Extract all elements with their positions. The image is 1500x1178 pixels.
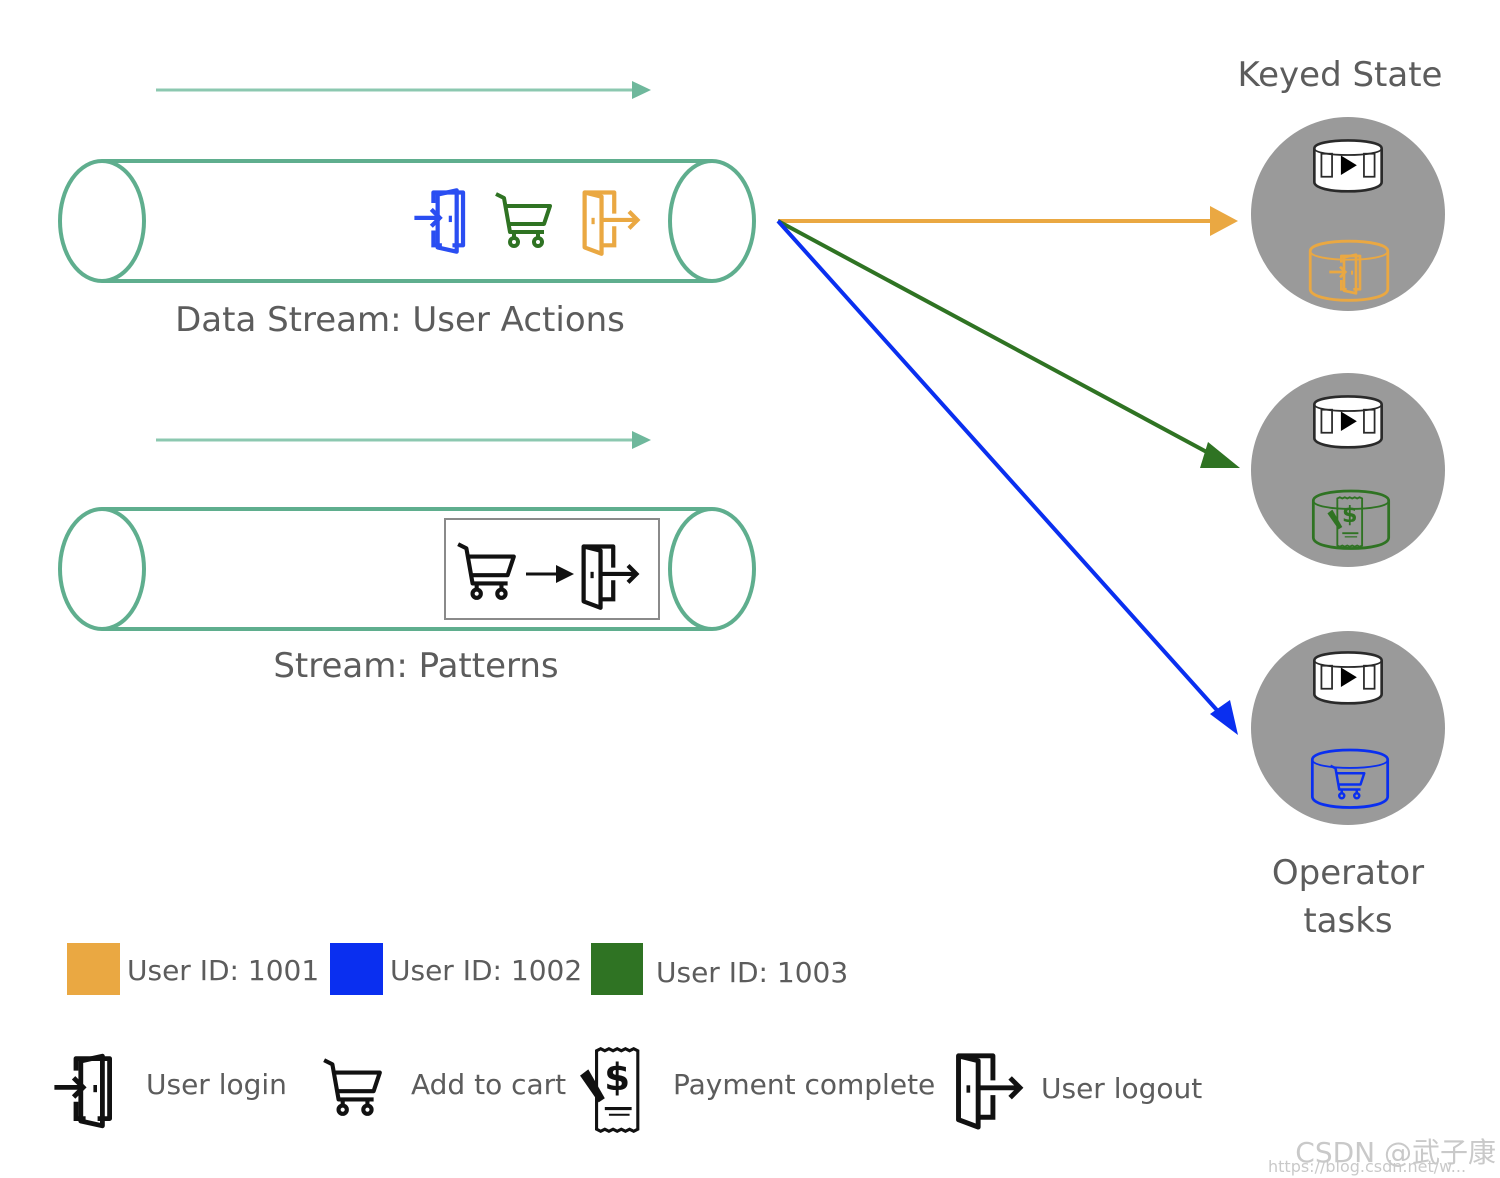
operator-task-1001 xyxy=(1251,117,1445,311)
legend-action-user-login: User login xyxy=(54,1056,287,1126)
keyed-state-title: Keyed State xyxy=(1238,55,1443,95)
add-to-cart-icon xyxy=(324,1060,380,1114)
legend-swatch xyxy=(591,943,643,995)
legend-swatch xyxy=(330,943,383,995)
legend-label: User ID: 1001 xyxy=(127,954,319,987)
legend-swatch xyxy=(67,943,120,995)
pattern-state-icon xyxy=(1312,394,1384,449)
legend-action-user-logout: User logout xyxy=(959,1056,1202,1127)
pattern-box xyxy=(444,518,660,620)
legend-label: Payment complete xyxy=(673,1068,935,1101)
pattern-state-icon xyxy=(1312,138,1384,193)
arrow-right-icon xyxy=(526,565,574,583)
legend-label: Add to cart xyxy=(411,1068,566,1101)
legend-label: User ID: 1002 xyxy=(390,954,582,987)
pattern-state-icon xyxy=(1312,650,1384,705)
user-login-icon xyxy=(54,1056,109,1126)
legend-label: User ID: 1003 xyxy=(656,956,848,989)
user-logout-icon xyxy=(585,192,638,253)
patterns-stream-pipe xyxy=(58,507,756,631)
watermark-url: https://blog.csdn.net/w... xyxy=(1268,1157,1466,1176)
legend-label: User login xyxy=(146,1068,287,1101)
watermark-text: CSDN @武子康 xyxy=(1295,1136,1496,1169)
route-arrow-user-1002 xyxy=(776,219,1238,735)
legend-action-add-to-cart: Add to cart xyxy=(324,1060,566,1114)
legend-label: User logout xyxy=(1041,1072,1202,1105)
route-arrow-user-1003 xyxy=(777,219,1240,468)
stream-direction-arrow-top xyxy=(156,81,651,99)
stream-direction-arrow-bottom xyxy=(156,431,651,449)
legend-user-1001: User ID: 1001 xyxy=(67,943,319,995)
stream-label-patterns: Stream: Patterns xyxy=(273,646,558,686)
legend-user-1002: User ID: 1002 xyxy=(330,943,582,995)
payment-complete-icon xyxy=(578,1047,640,1133)
operator-tasks-label-line2: tasks xyxy=(1303,901,1392,941)
user-login-icon xyxy=(414,190,463,251)
legend-action-payment-complete: Payment complete xyxy=(578,1047,935,1133)
stream-label-user-actions: Data Stream: User Actions xyxy=(175,300,625,340)
operator-tasks-label-line1: Operator xyxy=(1272,853,1424,893)
user-actions-stream-pipe xyxy=(58,159,756,283)
operator-task-1003 xyxy=(1251,373,1445,567)
user-logout-icon xyxy=(959,1056,1020,1127)
route-arrow-user-1001 xyxy=(778,206,1238,236)
add-to-cart-icon xyxy=(494,192,552,248)
legend-user-1003: User ID: 1003 xyxy=(591,943,848,995)
operator-task-1002 xyxy=(1251,631,1445,825)
